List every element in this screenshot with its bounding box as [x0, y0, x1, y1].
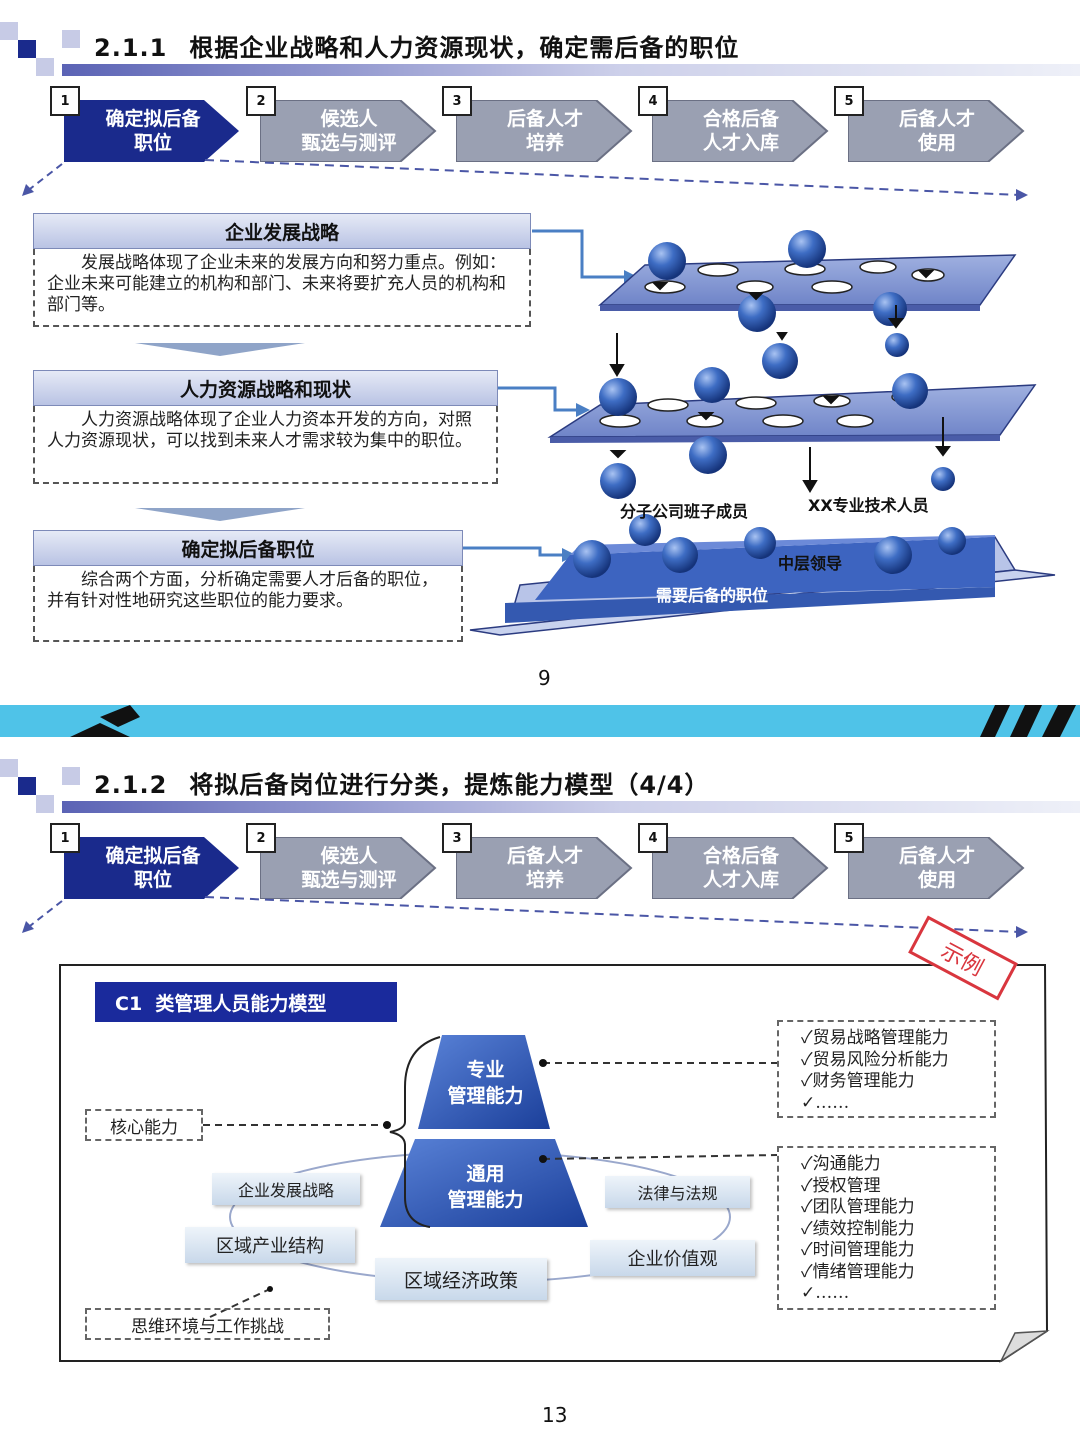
- gen-item: ✓授权管理: [801, 1175, 881, 1196]
- slide-1-title-bar: [62, 64, 1080, 76]
- slide-2-title-bar: [62, 801, 1080, 813]
- pro-item: ✓财务管理能力: [801, 1071, 915, 1091]
- step-1[interactable]: 确定拟后备职位 1: [50, 823, 254, 899]
- pyramid-bottom-label: 通用管理能力: [418, 1161, 553, 1213]
- step-3-number: 3: [442, 823, 472, 853]
- step-5-number: 5: [834, 86, 864, 116]
- step-1-number: 1: [50, 823, 80, 853]
- professional-capability-list: ✓贸易战略管理能力 ✓贸易风险分析能力 ✓财务管理能力 ✓……: [777, 1020, 996, 1118]
- step-5-line1: 后备人才: [898, 108, 975, 130]
- step-1-line2: 职位: [133, 132, 172, 154]
- box-1-title: 企业发展战略: [33, 213, 531, 249]
- step-2-line2: 甄选与测评: [301, 132, 397, 154]
- step-4[interactable]: 合格后备人才入库 4: [638, 823, 842, 899]
- step-5-line2: 使用: [917, 132, 956, 154]
- gen-item: ✓绩效控制能力: [801, 1218, 915, 1239]
- step-4-line2: 人才入库: [702, 132, 779, 154]
- step-dashed-arrow: [22, 896, 1028, 938]
- label-subsidiary: 分子公司班子成员: [620, 502, 749, 521]
- box-2-text: 人力资源战略体现了企业人力资本开发的方向，对照人力资源现状，可以找到未来人才需求…: [33, 406, 498, 484]
- box-1-text: 发展战略体现了企业未来的发展方向和努力重点。例如：企业未来可能建立的机构和部门、…: [33, 249, 531, 327]
- step-4[interactable]: 合格后备人才入库 4: [638, 86, 842, 162]
- gen-item: ✓团队管理能力: [801, 1197, 915, 1217]
- step-2-line1: 候选人: [320, 845, 378, 867]
- label-middle: 中层领导: [778, 554, 843, 573]
- step-2-number: 2: [246, 86, 276, 116]
- env-law: 法律与法规: [605, 1176, 750, 1208]
- step-5-line1: 后备人才: [898, 845, 975, 867]
- step-4-line1: 合格后备: [702, 108, 779, 130]
- step-3[interactable]: 后备人才培养 3: [442, 86, 646, 162]
- step-5[interactable]: 后备人才使用 5: [834, 86, 1038, 162]
- capability-pyramid: [203, 1035, 778, 1318]
- step-3-line1: 后备人才: [506, 108, 583, 130]
- step-5[interactable]: 后备人才使用 5: [834, 823, 1038, 899]
- step-2-number: 2: [246, 823, 276, 853]
- chevron-down-icon: [135, 508, 305, 521]
- pyramid-top-line1: 专业: [466, 1059, 505, 1081]
- step-1[interactable]: 确定拟后备职位 1: [50, 86, 254, 162]
- env-values: 企业价值观: [590, 1240, 755, 1276]
- step-3-line2: 培养: [525, 132, 564, 154]
- step-5-line2: 使用: [917, 869, 956, 891]
- label-positions: 需要后备的职位: [656, 586, 769, 605]
- sieve-illustration: [463, 229, 1056, 636]
- pro-item: ✓贸易风险分析能力: [801, 1049, 949, 1070]
- step-2-line2: 甄选与测评: [301, 869, 397, 891]
- label-tech: XX专业技术人员: [808, 496, 929, 515]
- gen-item: ✓情绪管理能力: [801, 1261, 915, 1282]
- pyramid-top-line2: 管理能力: [447, 1085, 524, 1107]
- step-1-line1: 确定拟后备: [105, 108, 201, 130]
- general-capability-list: ✓沟通能力 ✓授权管理 ✓团队管理能力 ✓绩效控制能力 ✓时间管理能力 ✓情绪管…: [777, 1146, 996, 1310]
- env-policy: 区域经济政策: [375, 1258, 547, 1300]
- step-3-line2: 培养: [525, 869, 564, 891]
- core-capability: 核心能力: [85, 1109, 203, 1141]
- slide-1: 2.1.1 根据企业战略和人力资源现状，确定需后备的职位 确定拟后备职位 1 候选…: [0, 0, 1080, 700]
- slide-divider: [0, 705, 1080, 737]
- model-title: C1 类管理人员能力模型: [95, 982, 397, 1022]
- pyramid-top-label: 专业管理能力: [418, 1057, 553, 1109]
- slide-2: 2.1.2 将拟后备岗位进行分类，提炼能力模型（4/4） 确定拟后备职位 1 候选…: [0, 737, 1080, 1443]
- step-3[interactable]: 后备人才培养 3: [442, 823, 646, 899]
- step-3-number: 3: [442, 86, 472, 116]
- slide-2-title-text: 将拟后备岗位进行分类，提炼能力模型（4/4）: [189, 771, 710, 799]
- pro-item: ✓……: [801, 1092, 850, 1113]
- step-3-line1: 后备人才: [506, 845, 583, 867]
- slide-2-title: 2.1.2 将拟后备岗位进行分类，提炼能力模型（4/4）: [94, 765, 710, 800]
- env-challenge: 思维环境与工作挑战: [85, 1308, 330, 1340]
- step-2[interactable]: 候选人甄选与测评 2: [246, 86, 450, 162]
- step-1-line1: 确定拟后备: [105, 845, 201, 867]
- step-4-line1: 合格后备: [702, 845, 779, 867]
- env-strategy: 企业发展战略: [212, 1173, 360, 1205]
- page-number-9: 9: [538, 666, 551, 690]
- gen-item: ✓……: [801, 1283, 850, 1303]
- step-4-number: 4: [638, 86, 668, 116]
- step-4-line2: 人才入库: [702, 869, 779, 891]
- slide-1-number: 2.1.1: [94, 34, 168, 62]
- chevron-down-icon: [135, 343, 305, 356]
- page-number-13: 13: [542, 1403, 568, 1427]
- slide-1-title-text: 根据企业战略和人力资源现状，确定需后备的职位: [189, 34, 740, 62]
- step-2[interactable]: 候选人甄选与测评 2: [246, 823, 450, 899]
- gen-item: ✓沟通能力: [801, 1154, 881, 1174]
- pro-item: ✓贸易战略管理能力: [801, 1028, 949, 1048]
- step-1-number: 1: [50, 86, 80, 116]
- step-dashed-arrow: [22, 159, 1028, 201]
- slide-1-title: 2.1.1 根据企业战略和人力资源现状，确定需后备的职位: [94, 28, 739, 63]
- pyramid-bottom-line1: 通用: [466, 1163, 505, 1185]
- step-2-line1: 候选人: [320, 108, 378, 130]
- env-industry: 区域产业结构: [185, 1227, 355, 1263]
- pyramid-bottom-line2: 管理能力: [447, 1189, 524, 1211]
- box-2-title: 人力资源战略和现状: [33, 370, 498, 406]
- slide-2-number: 2.1.2: [94, 771, 168, 799]
- step-1-line2: 职位: [133, 869, 172, 891]
- step-4-number: 4: [638, 823, 668, 853]
- box-3-title: 确定拟后备职位: [33, 530, 463, 566]
- box-3-text: 综合两个方面，分析确定需要人才后备的职位，并有针对性地研究这些职位的能力要求。: [33, 566, 463, 642]
- gen-item: ✓时间管理能力: [801, 1240, 915, 1260]
- step-5-number: 5: [834, 823, 864, 853]
